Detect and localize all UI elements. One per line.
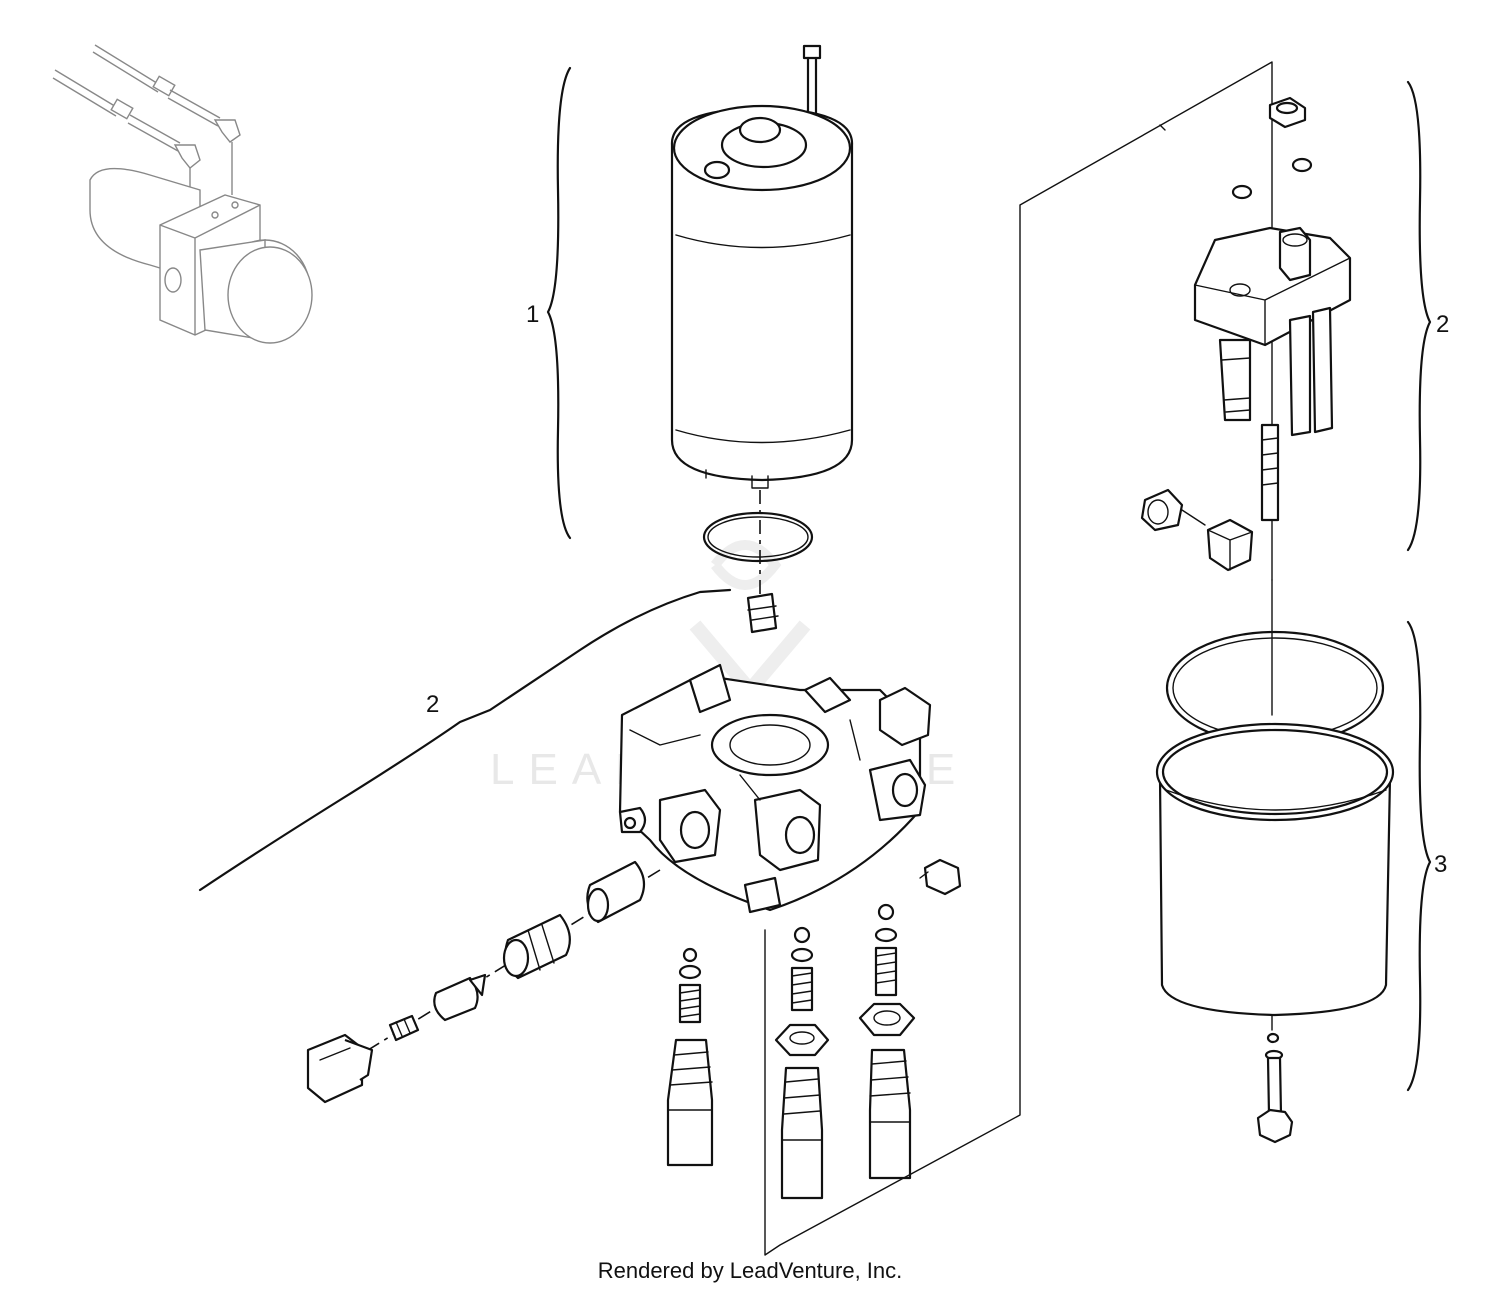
- reservoir-bolt: [1256, 1014, 1294, 1144]
- drain-plug: [919, 858, 962, 896]
- relief-valve-stack: [306, 860, 661, 1104]
- valve-stack-right: [858, 903, 916, 1180]
- motor: [670, 44, 854, 489]
- valve-stack-middle: [774, 926, 830, 1200]
- o-ring-motor: [702, 511, 814, 563]
- bracket-1: [546, 66, 572, 540]
- phantom-frame: [764, 61, 1273, 1256]
- reservoir: [1155, 579, 1395, 1017]
- pump-housing: [618, 663, 932, 914]
- bracket-3: [1406, 620, 1432, 1092]
- callout-2-right: 2: [1436, 311, 1449, 338]
- callout-3: 3: [1434, 851, 1447, 878]
- callout-1: 1: [526, 301, 539, 328]
- valve-block: [1140, 96, 1352, 572]
- footer-credit: Rendered by LeadVenture, Inc.: [597, 1258, 903, 1283]
- leader-line-2: [198, 588, 732, 892]
- coupler: [746, 592, 779, 634]
- valve-stack-left: [666, 947, 714, 1167]
- inset-pump-assembly: [52, 44, 313, 344]
- callout-2-left: 2: [426, 691, 439, 718]
- bracket-2: [1406, 80, 1432, 552]
